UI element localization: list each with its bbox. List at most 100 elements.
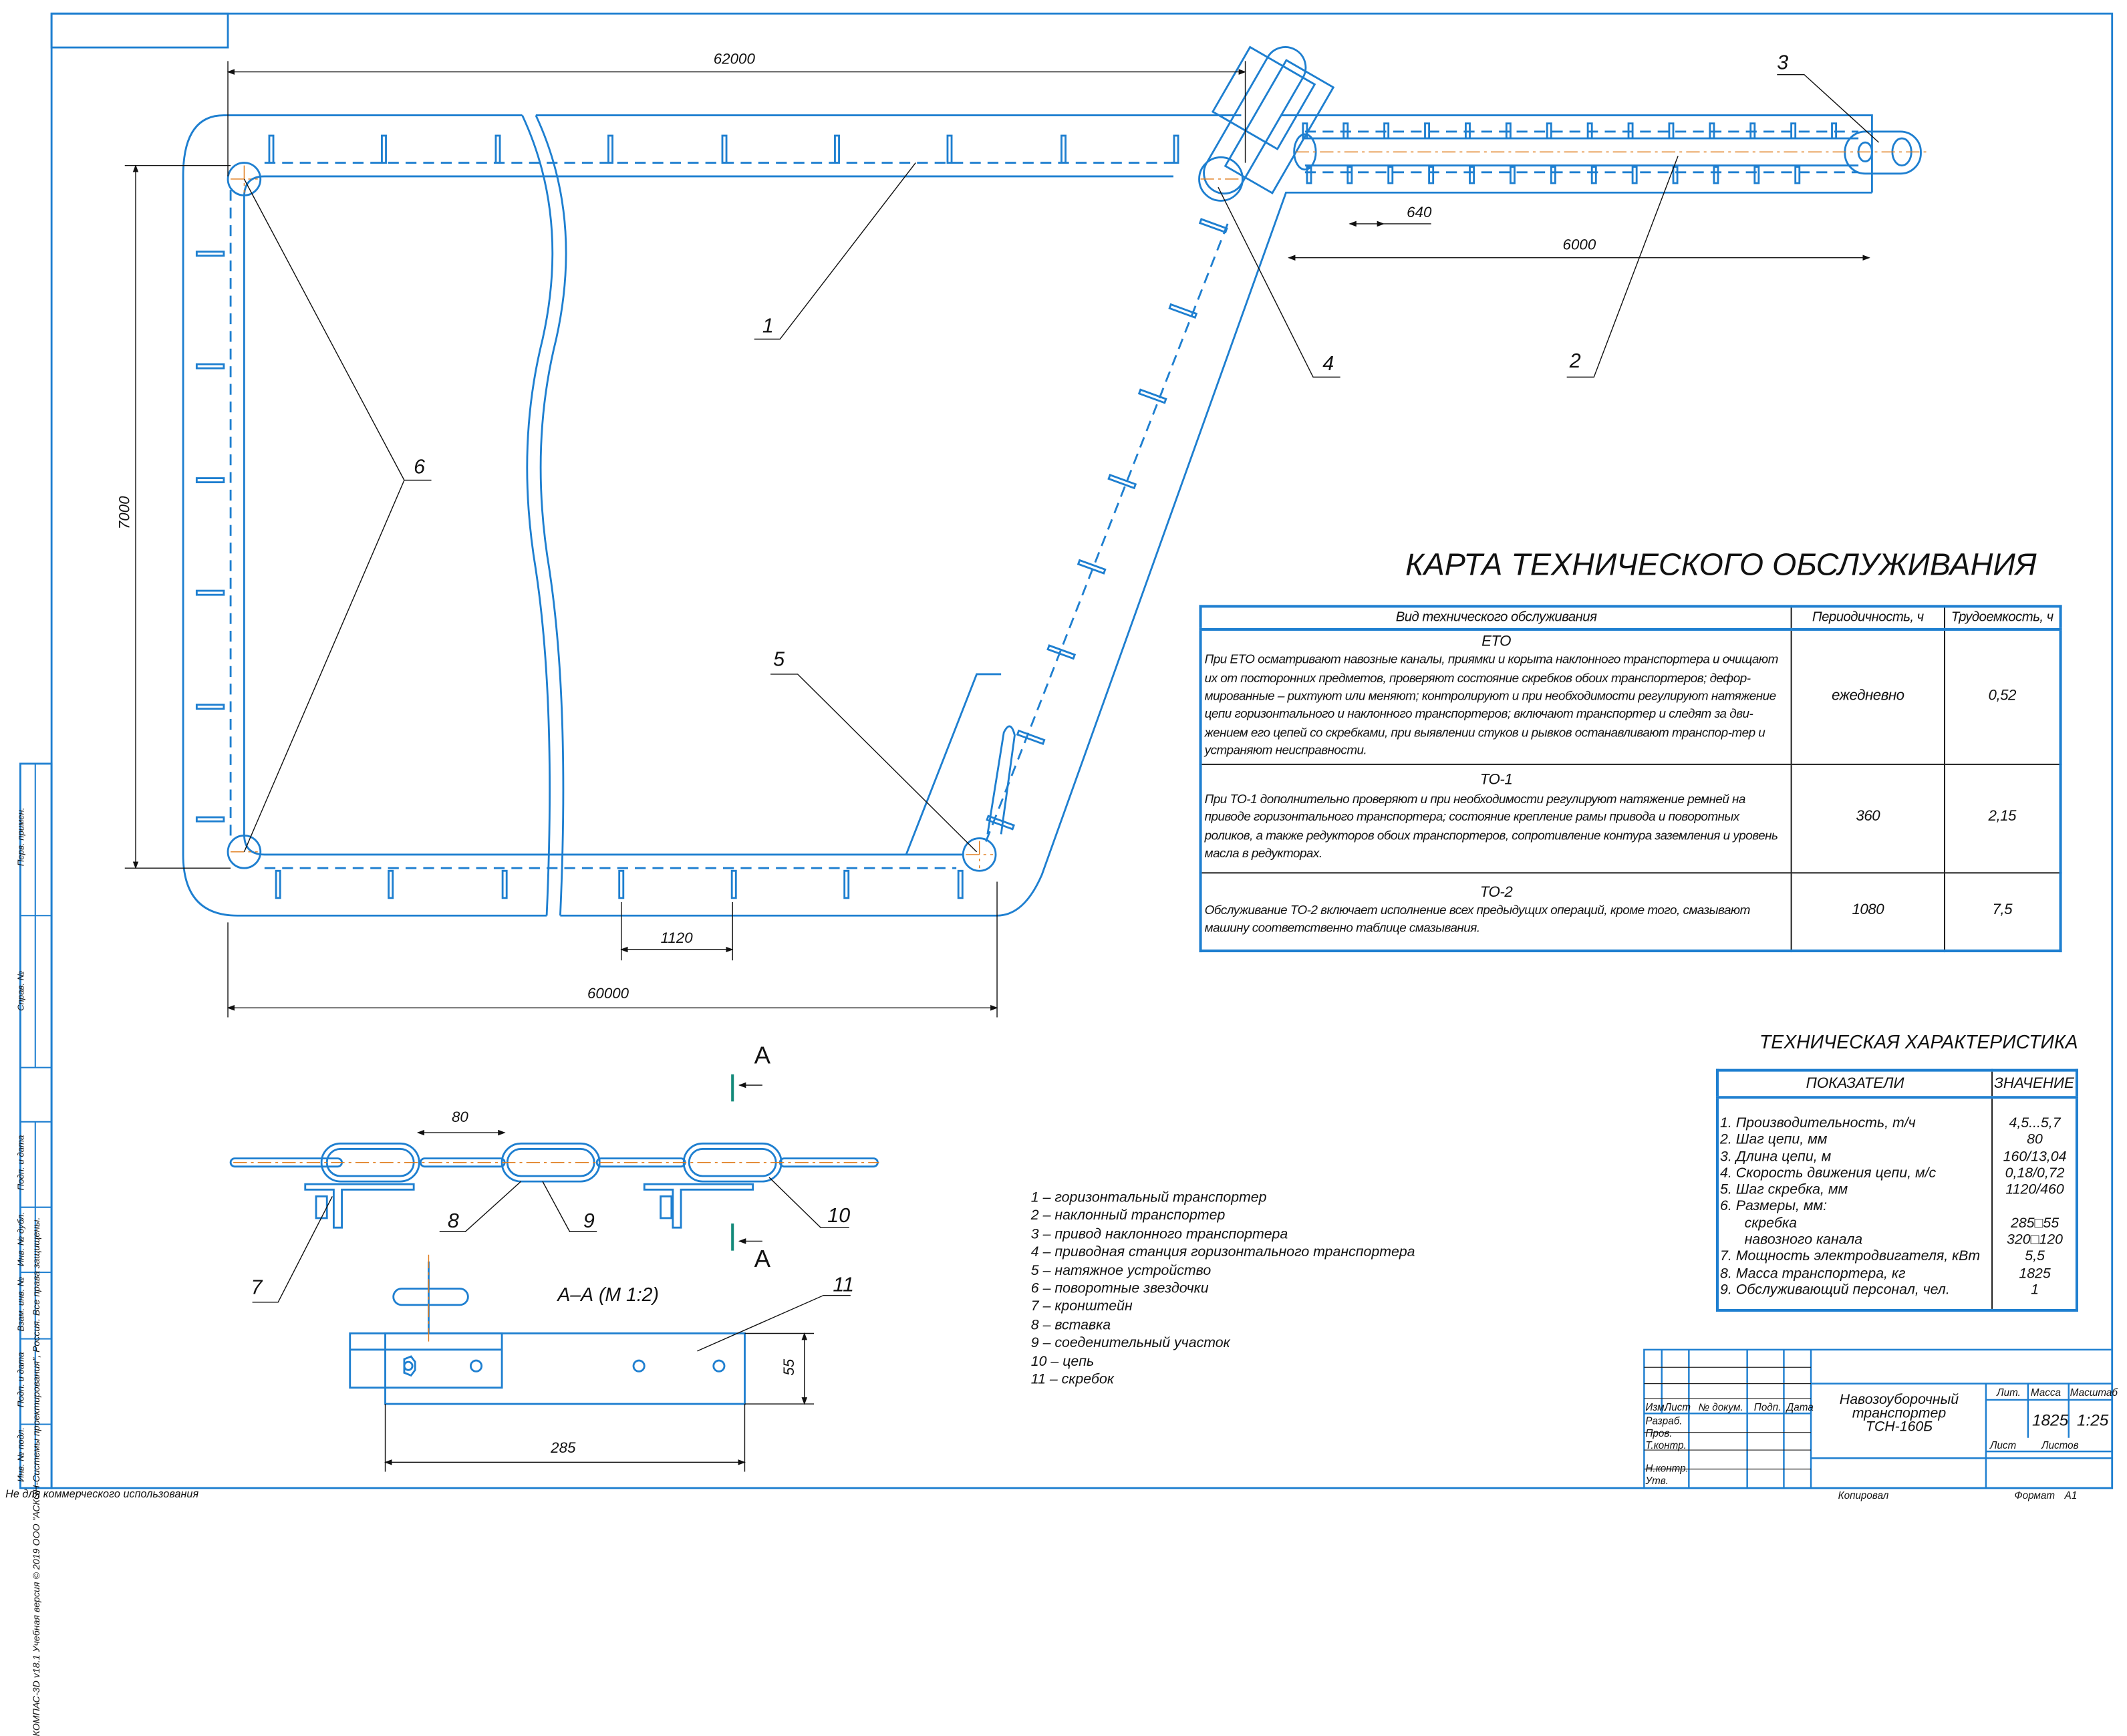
tech-row-value: 5,5: [2025, 1248, 2045, 1265]
scraper: [1306, 166, 1312, 184]
scraper: [1107, 473, 1137, 490]
dim-1120: 1120: [660, 930, 693, 947]
position-label-2: 2: [1569, 349, 1581, 374]
position-label-6: 6: [414, 456, 426, 479]
scraper: [195, 363, 225, 370]
side-stamp-label: Инв. № подл.: [17, 1427, 27, 1482]
dim-7000: 7000: [117, 496, 134, 530]
scraper: [1713, 166, 1719, 184]
frame-corner-box: [50, 12, 229, 49]
legend-item: 7 – кронштейн: [1030, 1298, 1133, 1315]
drawing-canvas: [19, 12, 2114, 1489]
scraper: [1753, 166, 1760, 184]
tb-format: А1: [2064, 1489, 2078, 1502]
scraper: [834, 134, 840, 164]
side-stamp-label: Справ. №: [17, 970, 27, 1011]
tech-header-value: ЗНАЧЕНИЕ: [1992, 1070, 2077, 1099]
header-type: Вид технического обслуживания: [1199, 605, 1792, 631]
corner-sprocket-top: [227, 162, 262, 196]
scraper: [195, 589, 225, 596]
corner-sprocket-bottom: [227, 835, 262, 869]
noncommercial-note: Не для коммерческого использования: [5, 1487, 199, 1501]
scraper: [1046, 644, 1077, 660]
side-stamp-label: Подп. и дата: [17, 1352, 27, 1408]
tb-product-line: транспортер: [1852, 1405, 1947, 1422]
tech-row-name: 6. Размеры, мм:: [1720, 1198, 1828, 1215]
detail-label-9: 9: [583, 1209, 595, 1234]
tb-role: Т.контр.: [1645, 1439, 1687, 1452]
row-text: При ТО-1 дополнительно проверяют и при н…: [1204, 792, 1778, 861]
scraper: [1794, 166, 1801, 184]
scraper: [195, 704, 225, 710]
tb-product: Навозоуборочный транспортер ТСН-160Б: [1818, 1393, 1981, 1434]
sheet-frame: [50, 12, 2114, 1489]
scraper: [986, 815, 1016, 831]
scraper: [1168, 303, 1198, 319]
scraper: [195, 251, 225, 257]
scraper: [1672, 166, 1679, 184]
tech-row-name: скребка: [1744, 1215, 1797, 1232]
tb-col-izm: Изм.: [1645, 1401, 1667, 1414]
scraper: [1428, 166, 1435, 184]
scraper: [381, 134, 387, 164]
tech-row-name: 9. Обслуживающий персонал, чел.: [1720, 1282, 1950, 1298]
detail-label-10: 10: [827, 1204, 851, 1228]
tension-sprocket: [962, 837, 997, 872]
legend-item: 1 – горизонтальный транспортер: [1030, 1189, 1267, 1206]
legend-item: 11 – скребок: [1030, 1371, 1114, 1388]
scraper: [1668, 122, 1675, 140]
legend-item: 10 – цепь: [1030, 1353, 1095, 1370]
scraper: [843, 869, 850, 899]
dimension-lines: [124, 61, 1880, 1472]
dim-80: 80: [451, 1109, 468, 1126]
row-name: ТО-1: [1479, 772, 1513, 789]
tb-copied: Копировал: [1838, 1489, 1889, 1502]
row-labor: 7,5: [1943, 871, 2062, 952]
tb-col-list: Лист: [1664, 1401, 1691, 1414]
scraper: [275, 869, 281, 899]
tech-header-name: ПОКАЗАТЕЛИ: [1717, 1070, 1993, 1099]
tb-scale-label: Масштаб: [2070, 1386, 2118, 1399]
scraper: [1550, 166, 1556, 184]
header-period: Периодичность, ч: [1790, 605, 1946, 631]
tech-row-value: 160/13,04: [2003, 1148, 2067, 1165]
dim-640: 640: [1407, 204, 1432, 221]
tb-mass: 1825: [2031, 1411, 2069, 1430]
scraper: [388, 869, 394, 899]
side-stamp-label: Перв. примен.: [17, 807, 27, 867]
detail-label-7: 7: [251, 1276, 263, 1300]
scraper: [195, 816, 225, 823]
legend-item: 2 – наклонный транспортер: [1030, 1207, 1226, 1224]
scraper: [946, 134, 953, 164]
tb-col-sign: Подп.: [1753, 1401, 1782, 1414]
scraper: [1469, 166, 1475, 184]
scraper: [1346, 166, 1353, 184]
drive-sprocket: [1198, 156, 1244, 202]
scraper: [1077, 559, 1107, 575]
dim-55: 55: [781, 1358, 798, 1376]
scraper: [1387, 166, 1394, 184]
title-block-grid: [1643, 1348, 2113, 1489]
section-aa: [349, 1261, 746, 1405]
section-title: А–А (М 1:2): [557, 1283, 659, 1305]
scraper: [494, 134, 501, 164]
legend-item: 9 – соеденительный участок: [1030, 1335, 1230, 1352]
tb-sheet-label: Лист: [1990, 1439, 2017, 1452]
tech-row-name: 2. Шаг цепи, мм: [1720, 1131, 1828, 1148]
scraper: [195, 477, 225, 484]
detail-label-11: 11: [833, 1274, 855, 1297]
scraper: [721, 134, 728, 164]
legend-item: 8 – вставка: [1030, 1316, 1111, 1334]
scraper: [607, 134, 613, 164]
dim-285: 285: [551, 1440, 576, 1457]
scraper: [1590, 166, 1597, 184]
row-name: ТО-2: [1479, 883, 1513, 901]
row-labor: 2,15: [1943, 762, 2062, 873]
table-header-row: Вид технического обслуживания Периодично…: [1199, 605, 2062, 631]
tech-row-value: 80: [2027, 1131, 2043, 1148]
legend-item: 6 – поворотные звездочки: [1030, 1280, 1209, 1297]
